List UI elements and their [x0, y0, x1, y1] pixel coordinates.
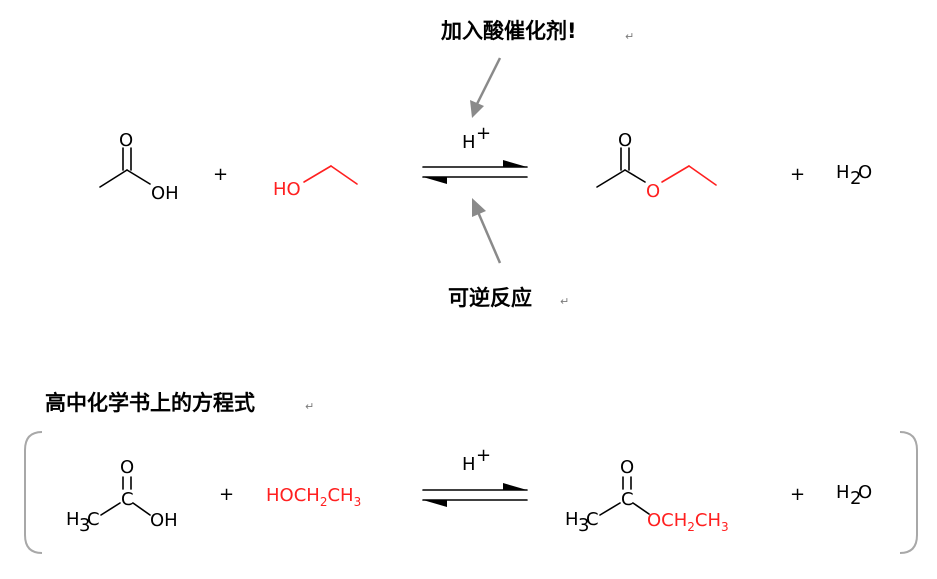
carbonyl-o: O: [620, 457, 634, 478]
plus-sign: +: [219, 484, 234, 505]
plus-sign: +: [790, 484, 805, 505]
bond: [661, 165, 690, 183]
equilibrium-arrows: [422, 160, 528, 184]
bond: [624, 169, 646, 183]
right-bracket: [899, 431, 918, 554]
water-sub: 2: [850, 168, 861, 189]
bond: [100, 502, 121, 516]
bond: [330, 165, 358, 185]
carbon-c: C: [121, 489, 134, 510]
return-mark: ↵: [305, 400, 314, 413]
catalyst-note: 加入酸催化剂!: [440, 19, 577, 43]
bond: [599, 502, 621, 516]
catalyst-plus: +: [476, 445, 491, 466]
catalyst-h: H: [462, 132, 476, 153]
forward-arrowhead: [503, 483, 527, 490]
pointer-head: [470, 100, 484, 118]
water-h: H: [836, 482, 850, 503]
left-bracket: [24, 431, 43, 554]
water-o: O: [858, 162, 872, 183]
pointer-arrow-down: [470, 57, 502, 118]
catalyst-plus: +: [476, 123, 491, 144]
hydroxyl-label: OH: [151, 183, 179, 204]
methyl-sub: 3: [79, 515, 90, 536]
hydroxyl-label: OH: [150, 510, 178, 531]
carbonyl-o: O: [618, 130, 632, 151]
bond: [99, 169, 128, 188]
ethanol-ho: HO: [273, 179, 301, 200]
reverse-arrowhead: [423, 177, 447, 184]
pointer-arrow-up: [472, 198, 502, 264]
water-h: H: [836, 162, 850, 183]
ethanol-condensed: HOCH2CH3: [266, 485, 361, 509]
ether-o: O: [646, 181, 660, 202]
reversible-note: 可逆反应: [448, 286, 532, 310]
textbook-heading: 高中化学书上的方程式: [45, 391, 255, 415]
bond: [303, 165, 332, 183]
acetic-acid-condensed: O C H 3 C OH: [66, 457, 178, 536]
methyl-sub: 3: [578, 515, 589, 536]
equilibrium-arrows: [422, 483, 528, 507]
catalyst-h: H: [462, 454, 476, 475]
ethoxy-group: OCH2CH3: [647, 510, 729, 534]
return-mark: ↵: [560, 295, 569, 308]
water-o: O: [858, 482, 872, 503]
ethyl-acetate-skeletal: O O: [596, 130, 717, 202]
methyl-h: H: [66, 509, 80, 530]
pointer-line: [474, 57, 502, 107]
methyl-c: C: [586, 509, 599, 530]
ethanol-skeletal: HO: [273, 165, 358, 200]
bond: [688, 165, 717, 186]
water-formula: H 2 O: [836, 482, 872, 509]
bond: [126, 169, 151, 185]
reverse-arrowhead: [423, 500, 447, 507]
bond: [632, 502, 650, 515]
methyl-h: H: [565, 509, 579, 530]
water-sub: 2: [850, 488, 861, 509]
ethyl-acetate-condensed: O C H 3 C OCH2CH3: [565, 457, 729, 536]
bond: [132, 502, 151, 516]
return-mark: ↵: [625, 30, 634, 43]
pointer-line: [476, 211, 502, 264]
carbonyl-o: O: [119, 130, 133, 151]
methyl-c: C: [87, 509, 100, 530]
carbon-c: C: [621, 489, 634, 510]
carbonyl-o: O: [120, 457, 134, 478]
water-formula: H 2 O: [836, 162, 872, 189]
bond: [596, 169, 626, 188]
forward-arrowhead: [503, 160, 527, 167]
acetic-acid-skeletal: O OH: [99, 130, 179, 204]
pointer-head: [472, 198, 486, 217]
plus-sign: +: [213, 164, 228, 185]
plus-sign: +: [790, 164, 805, 185]
